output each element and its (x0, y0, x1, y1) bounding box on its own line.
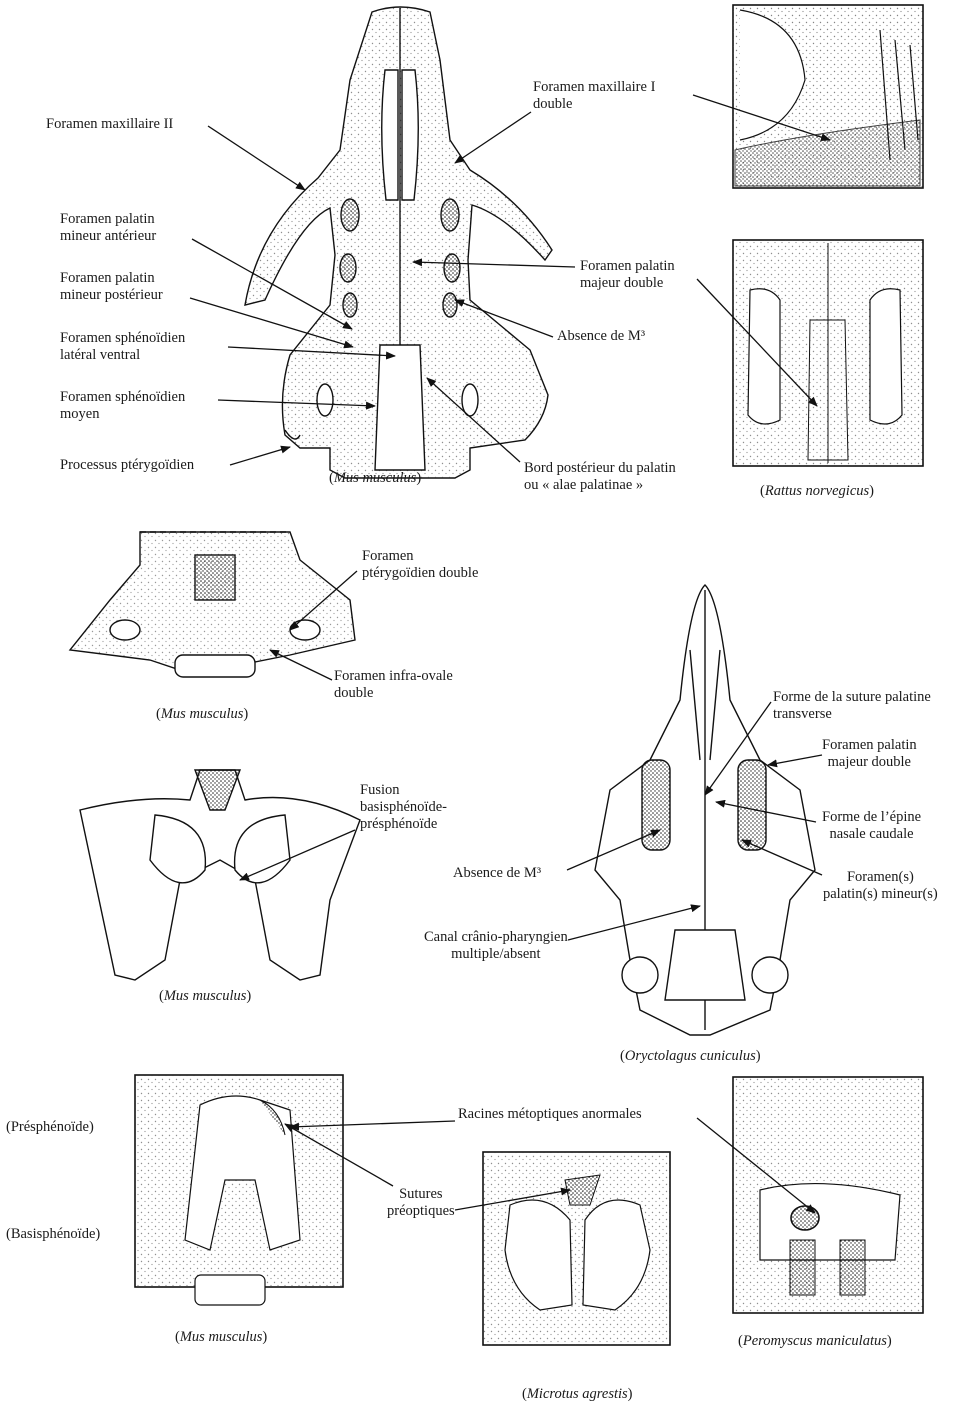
label-basisphenoide: (Basisphénoïde) (6, 1226, 100, 1243)
label-bord-posterieur-palatin: Bord postérieur du palatin ou « alae pal… (524, 460, 676, 494)
label-line: palatin(s) mineur(s) (823, 886, 938, 903)
label-foramen-palatin-majeur-double: Foramen palatin majeur double (580, 258, 675, 292)
inset-rattus-palate (733, 240, 923, 466)
caption-text: Mus musculus (161, 706, 244, 722)
label-line: Foramen maxillaire I (533, 79, 655, 96)
label-foramen-palatin-mineur-anterieur: Foramen palatin mineur antérieur (60, 211, 156, 245)
label-forme-suture-palatine: Forme de la suture palatine transverse (773, 689, 931, 723)
caption-mus-musculus-3: (Mus musculus) (159, 988, 251, 1005)
label-line: multiple/absent (424, 946, 568, 963)
label-line: Fusion (360, 782, 447, 799)
label-line: majeur double (580, 275, 675, 292)
label-line: nasale caudale (822, 826, 921, 843)
mus-sphenoid-fusion (80, 770, 360, 980)
caption-text: Microtus agrestis (527, 1386, 628, 1402)
panel-peromyscus (733, 1077, 923, 1313)
label-foramen-maxillaire-i-double: Foramen maxillaire I double (533, 79, 655, 113)
label-fusion-basisphenoide: Fusion basisphénoïde- présphénoïde (360, 782, 447, 833)
label-line: Forme de l’épine (822, 809, 921, 826)
label-processus-pterygoidien: Processus ptérygoïdien (60, 457, 194, 474)
label-rabbit-absence-m3: Absence de M³ (453, 865, 541, 882)
label-line: double (533, 96, 655, 113)
label-line: Foramen palatin (580, 258, 675, 275)
label-line: présphénoïde (360, 816, 447, 833)
label-line: Sutures (387, 1186, 455, 1203)
label-line: Foramen (362, 548, 478, 565)
caption-text: Mus musculus (180, 1329, 263, 1345)
caption-peromyscus-maniculatus: (Peromyscus maniculatus) (738, 1333, 892, 1350)
label-line: moyen (60, 406, 185, 423)
label-line: latéral ventral (60, 347, 185, 364)
caption-mus-musculus-4: (Mus musculus) (175, 1329, 267, 1346)
label-foramen-palatin-mineur-posterieur: Foramen palatin mineur postérieur (60, 270, 163, 304)
caption-text: Peromyscus maniculatus (743, 1333, 887, 1349)
label-line: préoptiques (387, 1203, 455, 1220)
label-presphenoide: (Présphénoïde) (6, 1119, 94, 1136)
label-line: Foramen infra-ovale (334, 668, 453, 685)
label-foramen-maxillaire-ii: Foramen maxillaire II (46, 116, 173, 133)
mus-pterygoid-region (70, 532, 355, 677)
caption-oryctolagus-cuniculus: (Oryctolagus cuniculus) (620, 1048, 761, 1065)
label-line: ptérygoïdien double (362, 565, 478, 582)
label-line: Foramen palatin (60, 270, 163, 287)
panel-mus-sphenoid (135, 1075, 343, 1305)
caption-microtus-agrestis: (Microtus agrestis) (522, 1386, 633, 1403)
label-line: double (334, 685, 453, 702)
oryctolagus-skull (595, 585, 815, 1035)
label-line: Canal crânio-pharyngien (424, 929, 568, 946)
label-line: mineur antérieur (60, 228, 156, 245)
mus-skull-ventral (245, 7, 552, 478)
label-line: transverse (773, 706, 931, 723)
caption-rattus-norvegicus: (Rattus norvegicus) (760, 483, 874, 500)
label-line: Foramen sphénoïdien (60, 330, 185, 347)
label-line: Foramen sphénoïdien (60, 389, 185, 406)
label-line: majeur double (822, 754, 917, 771)
label-canal-cranio-pharyngien: Canal crânio-pharyngien multiple/absent (424, 929, 568, 963)
label-foramen-pterygoidien-double: Foramen ptérygoïdien double (362, 548, 478, 582)
label-line: Foramen(s) (823, 869, 938, 886)
label-line: mineur postérieur (60, 287, 163, 304)
label-foramen-infra-ovale-double: Foramen infra-ovale double (334, 668, 453, 702)
label-sutures-preoptiques: Sutures préoptiques (387, 1186, 455, 1220)
caption-mus-musculus-1: (Mus musculus) (329, 470, 421, 487)
label-racines-metoptiques: Racines métoptiques anormales (458, 1106, 642, 1123)
label-line: Foramen palatin (822, 737, 917, 754)
label-foramen-sphenoidien-moyen: Foramen sphénoïdien moyen (60, 389, 185, 423)
label-line: Forme de la suture palatine (773, 689, 931, 706)
inset-maxillary (733, 5, 923, 188)
label-line: Foramen palatin (60, 211, 156, 228)
label-line: ou « alae palatinae » (524, 477, 676, 494)
label-forme-epine-nasale: Forme de l’épine nasale caudale (822, 809, 921, 843)
label-rabbit-foramen-palatin-majeur: Foramen palatin majeur double (822, 737, 917, 771)
label-line: basisphénoïde- (360, 799, 447, 816)
panel-microtus (483, 1152, 670, 1345)
caption-text: Mus musculus (334, 470, 417, 486)
caption-mus-musculus-2: (Mus musculus) (156, 706, 248, 723)
caption-text: Mus musculus (164, 988, 247, 1004)
label-foramens-palatins-mineurs: Foramen(s) palatin(s) mineur(s) (823, 869, 938, 903)
label-absence-m3: Absence de M³ (557, 328, 645, 345)
caption-text: Oryctolagus cuniculus (625, 1048, 756, 1064)
label-line: Bord postérieur du palatin (524, 460, 676, 477)
label-foramen-sphenoidien-lateral: Foramen sphénoïdien latéral ventral (60, 330, 185, 364)
caption-text: Rattus norvegicus (765, 483, 869, 499)
